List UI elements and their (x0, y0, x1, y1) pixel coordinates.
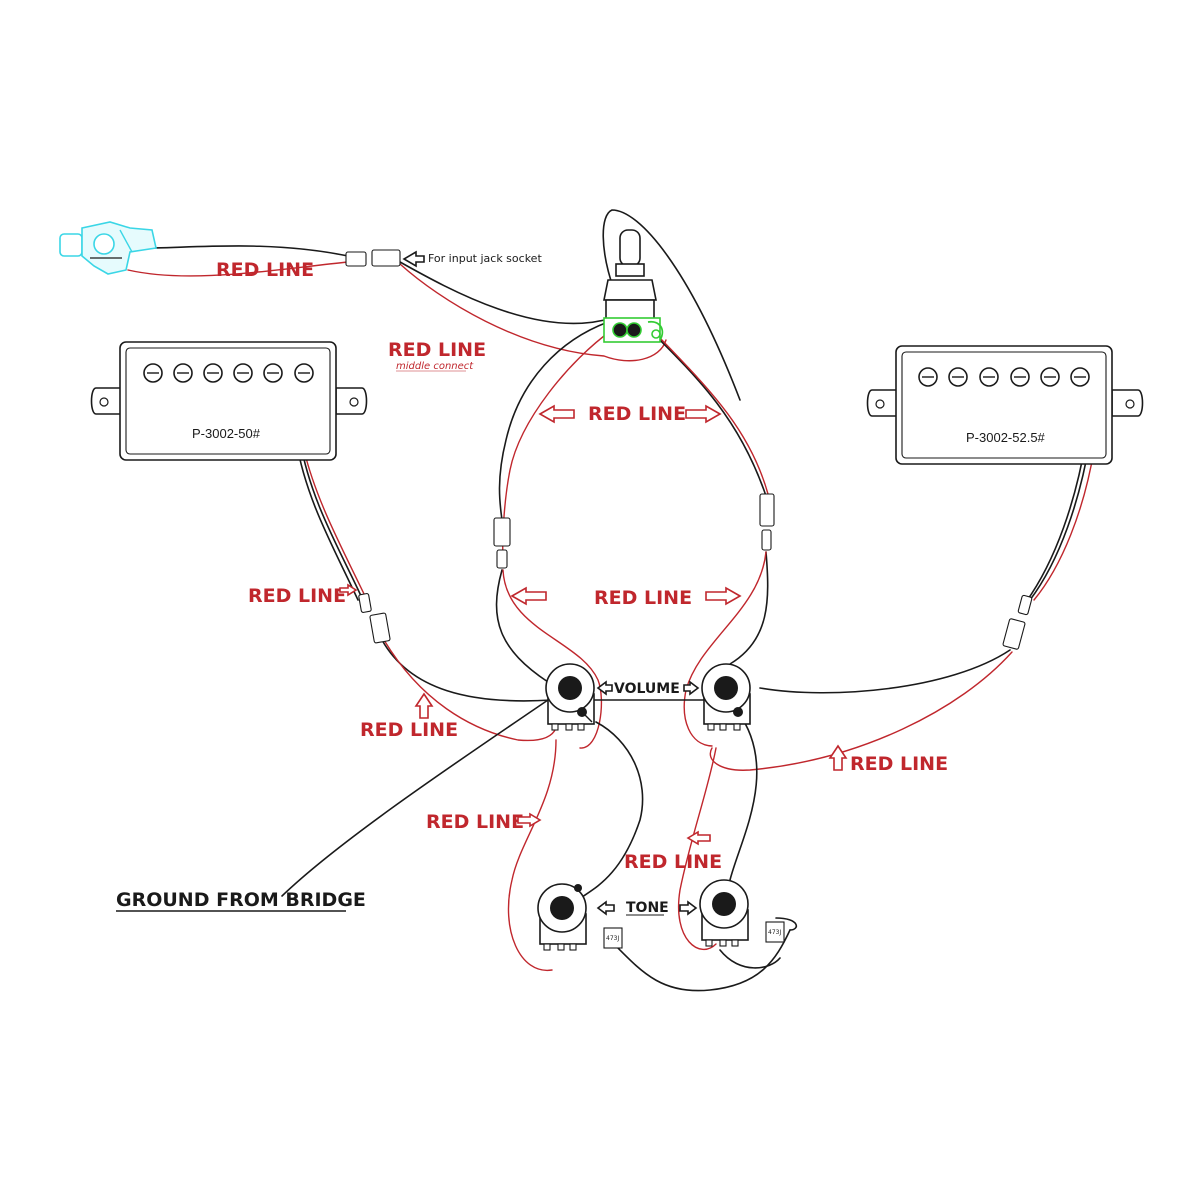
potentiometer-icon (545, 663, 595, 731)
arrow-right-icon (683, 680, 700, 696)
arrow-left-icon (538, 404, 575, 424)
red-line-label-tone-left: RED LINE (426, 811, 524, 833)
arrow-left-icon (596, 680, 613, 696)
arrow-right-icon (705, 586, 742, 606)
ground-from-bridge-label: GROUND FROM BRIDGE (116, 889, 366, 911)
red-line-label-connectors: RED LINE (594, 587, 692, 609)
arrow-right-icon (517, 812, 542, 828)
wires (121, 209, 1095, 992)
toggle-switch-icon (603, 229, 664, 343)
arrow-right-icon (339, 583, 358, 597)
red-line-label-switch: RED LINE (588, 403, 686, 425)
potentiometer-icon (537, 883, 587, 951)
arrow-up-icon (828, 744, 848, 771)
capacitor-icon: 473J (765, 921, 785, 943)
red-line-label-tone-right: RED LINE (624, 851, 722, 873)
arrow-left-icon (510, 586, 547, 606)
neck-pickup-model: P-3002-50# (192, 426, 261, 441)
potentiometer-icon (701, 663, 751, 731)
arrow-left-icon (596, 900, 615, 916)
arrow-right-icon (679, 900, 698, 916)
red-line-label-neck: RED LINE (248, 585, 346, 607)
inline-connectors (358, 493, 1033, 650)
capacitor-icon: 473J (603, 927, 623, 949)
neck-pole-pieces (143, 363, 314, 383)
bridge-pole-pieces (918, 367, 1090, 387)
red-line-label-bridge-volume: RED LINE (850, 753, 948, 775)
middle-connect-label: middle connect (396, 361, 474, 372)
red-line-label-middle: RED LINE (388, 339, 486, 361)
bridge-pickup: P-3002-52.5# (866, 345, 1144, 465)
input-jack-icon (59, 221, 157, 275)
red-line-label-neck-volume: RED LINE (360, 719, 458, 741)
potentiometer-icon (699, 879, 749, 947)
cap-value-right: 473J (768, 929, 781, 936)
tone-label: TONE (626, 900, 669, 916)
red-line-label-jack: RED LINE (216, 259, 314, 281)
arrow-left-icon (686, 830, 711, 846)
volume-label: VOLUME (614, 681, 680, 697)
bridge-pickup-model: P-3002-52.5# (966, 430, 1046, 445)
arrow-right-icon (685, 404, 722, 424)
arrow-up-icon (414, 692, 434, 719)
cap-value-left: 473J (606, 935, 619, 942)
neck-pickup: P-3002-50# (90, 341, 368, 461)
jack-wire-connector (345, 249, 425, 268)
jack-note-label: For input jack socket (428, 252, 542, 265)
